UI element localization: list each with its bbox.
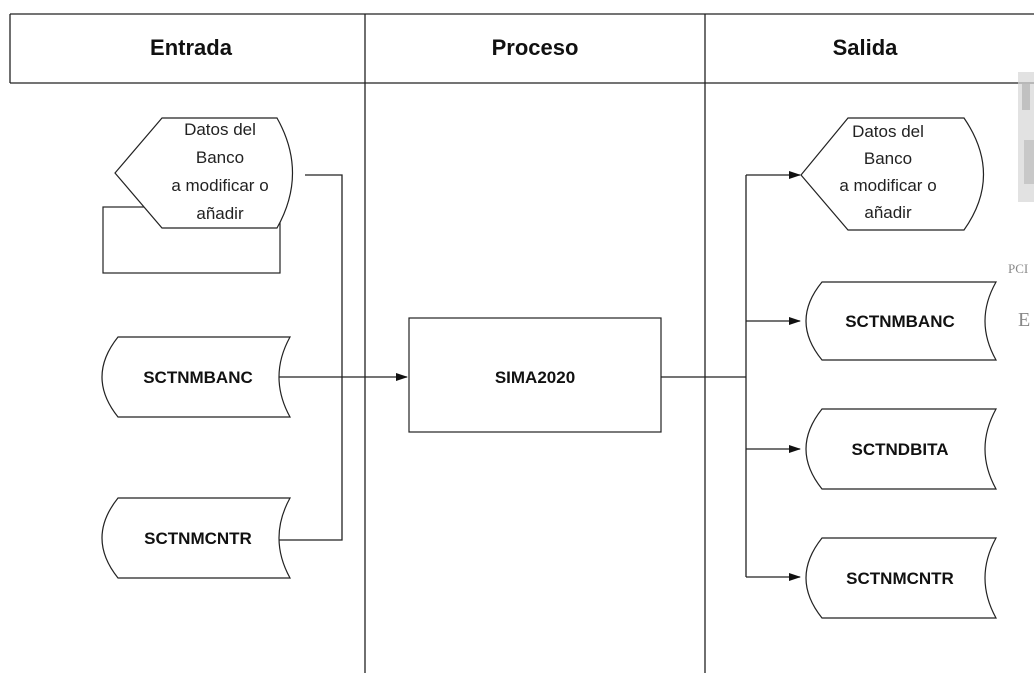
output-file-sctnmcntr: SCTNMCNTR (805, 537, 998, 619)
input-datos-banco: Datos del Banco a modificar o añadir (102, 117, 293, 274)
svg-text:a modificar o: a modificar o (171, 176, 268, 195)
output-datos-banco: Datos del Banco a modificar o añadir (800, 117, 985, 231)
output-file-sctndbita: SCTNDBITA (805, 408, 998, 490)
input-file-sctnmbanc: SCTNMBANC (101, 336, 292, 418)
svg-text:añadir: añadir (864, 203, 912, 222)
svg-text:SCTNMBANC: SCTNMBANC (143, 368, 253, 387)
output-file-sctnmbanc: SCTNMBANC (805, 281, 998, 361)
svg-text:SCTNMCNTR: SCTNMCNTR (144, 529, 252, 548)
process-sima2020: SIMA2020 (408, 317, 662, 433)
seal-stamp: PCI E (1008, 72, 1034, 331)
svg-text:Banco: Banco (196, 148, 244, 167)
svg-text:a modificar o: a modificar o (839, 176, 936, 195)
svg-text:PCI: PCI (1008, 261, 1028, 276)
svg-text:añadir: añadir (196, 204, 244, 223)
svg-text:E: E (1018, 309, 1030, 331)
svg-text:Banco: Banco (864, 149, 912, 168)
swimlane-grid (9, 13, 1034, 673)
svg-text:SIMA2020: SIMA2020 (495, 368, 575, 387)
svg-text:Datos del: Datos del (184, 120, 256, 139)
svg-text:SCTNMCNTR: SCTNMCNTR (846, 569, 954, 588)
header-proceso: Proceso (492, 35, 579, 60)
svg-text:SCTNDBITA: SCTNDBITA (852, 440, 949, 459)
svg-text:SCTNMBANC: SCTNMBANC (845, 312, 955, 331)
connectors (270, 171, 801, 581)
header-salida: Salida (833, 35, 899, 60)
input-file-sctnmcntr: SCTNMCNTR (101, 497, 292, 579)
svg-text:Datos del: Datos del (852, 122, 924, 141)
header-entrada: Entrada (150, 35, 233, 60)
